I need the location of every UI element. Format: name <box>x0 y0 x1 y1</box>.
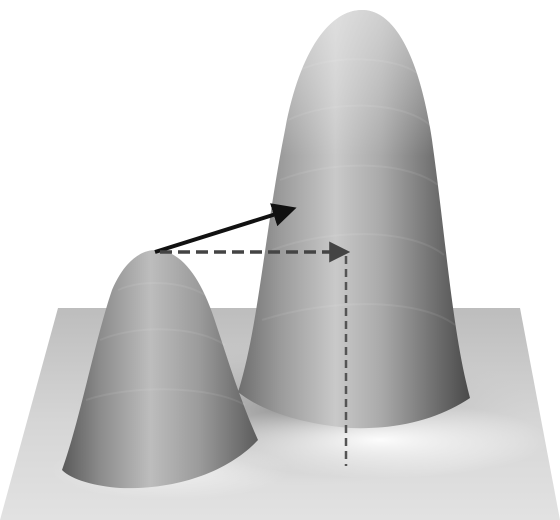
smaller-peak <box>62 250 258 489</box>
larger-peak-contours <box>261 58 456 326</box>
larger-peak-highlight <box>238 10 470 429</box>
smaller-peak-contours <box>85 282 246 406</box>
ground-highlight <box>210 402 550 478</box>
gradient-arrow <box>154 203 297 254</box>
